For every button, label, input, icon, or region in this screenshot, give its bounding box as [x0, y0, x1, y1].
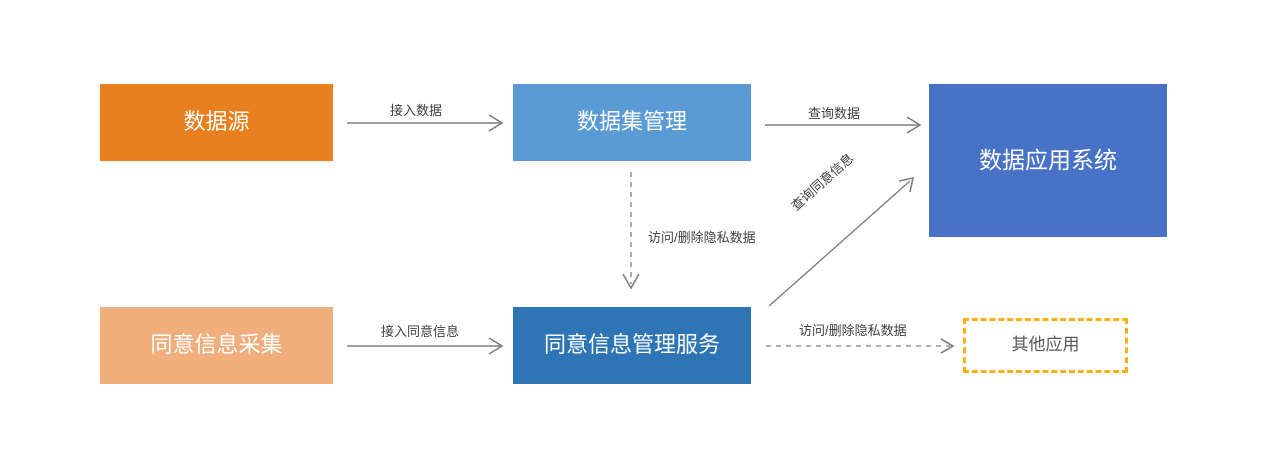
edge-label-ingest-consent-info: 接入同意信息	[381, 324, 460, 339]
node-data-source-label: 数据源	[183, 109, 250, 135]
node-dataset-management[interactable]: 数据集管理	[513, 84, 751, 161]
node-data-application-system-label: 数据应用系统	[979, 146, 1117, 173]
node-consent-collection-label: 同意信息采集	[150, 332, 283, 358]
edge-access-delete-private-data-vertical	[622, 172, 640, 290]
node-consent-management-service[interactable]: 同意信息管理服务	[513, 307, 751, 384]
node-dataset-management-label: 数据集管理	[576, 109, 687, 135]
node-consent-management-service-label: 同意信息管理服务	[543, 332, 720, 358]
node-data-source[interactable]: 数据源	[100, 84, 333, 161]
node-consent-collection[interactable]: 同意信息采集	[100, 307, 333, 384]
edge-query-data	[765, 116, 922, 134]
edge-query-consent-info	[768, 176, 915, 307]
edge-access-delete-private-data-bottom	[766, 338, 955, 354]
edge-ingest-consent-info	[347, 337, 504, 355]
edge-label-query-data: 查询数据	[808, 106, 861, 121]
node-other-applications-label: 其他应用	[1011, 335, 1080, 355]
node-data-application-system[interactable]: 数据应用系统	[929, 84, 1167, 237]
edge-label-access-delete-private-data-bottom: 访问/删除隐私数据	[799, 323, 907, 338]
edge-ingest-data	[347, 114, 504, 132]
edge-label-ingest-data: 接入数据	[390, 103, 443, 118]
edge-label-access-delete-private-data-vertical: 访问/删除隐私数据	[648, 230, 756, 245]
node-other-applications[interactable]: 其他应用	[963, 318, 1128, 373]
